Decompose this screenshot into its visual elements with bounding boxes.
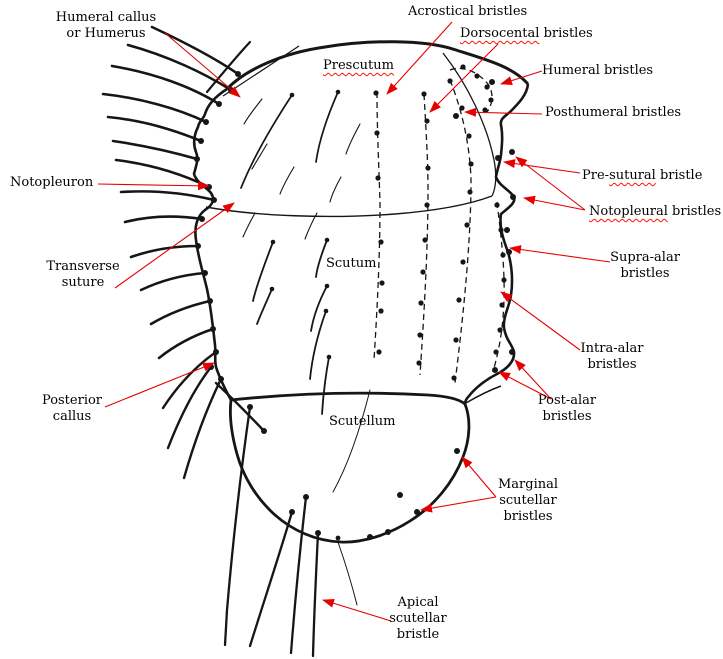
label-posthumeral-bristles: Posthumeral bristles xyxy=(545,105,682,120)
arrow-transverse-suture xyxy=(114,202,235,289)
arrow-post-alar-2 xyxy=(498,371,552,400)
arrow-acrostical xyxy=(386,21,453,95)
arrow-post-alar-1 xyxy=(514,359,552,400)
arrow-humeral-callus xyxy=(164,32,241,98)
arrow-notopleural-2 xyxy=(523,195,586,211)
transverse-suture-line xyxy=(205,195,493,218)
arrow-marginal-scutellar-1 xyxy=(461,456,497,498)
arrow-supra-alar xyxy=(509,245,611,263)
arrow-posthumeral xyxy=(464,107,543,117)
arrow-dorsocental xyxy=(429,43,499,113)
label-marginal-scutellar-bristles: Marginal scutellar bristles xyxy=(497,477,559,524)
lateral-row xyxy=(492,201,505,373)
label-supra-alar-bristles: Supra-alar bristles xyxy=(610,250,680,281)
label-intra-alar-bristles: Intra-alar bristles xyxy=(580,341,644,372)
label-notopleuron: Notopleuron xyxy=(10,175,94,190)
label-apical-scutellar-bristle: Apical scutellar bristle xyxy=(389,595,447,642)
label-humeral-callus: Humeral callus or Humerus xyxy=(55,10,157,41)
arrow-notopleural-1 xyxy=(515,156,586,211)
edge-sockets xyxy=(335,79,516,541)
acrostichal-row-right xyxy=(419,93,429,376)
label-posterior-callus: Posterior callus xyxy=(41,393,103,424)
callout-arrows xyxy=(97,21,611,622)
humeral-arc xyxy=(449,67,493,113)
arrow-posterior-callus xyxy=(104,362,215,408)
label-humeral-bristles: Humeral bristles xyxy=(542,63,654,78)
label-scutellum: Scutellum xyxy=(329,414,396,429)
label-prescutum: Prescutum xyxy=(323,58,394,73)
label-post-alar-bristles: Post-alar bristles xyxy=(537,393,597,424)
arrow-notopleuron xyxy=(97,181,210,191)
bristle-rows xyxy=(373,64,507,384)
label-presutural-bristle: Pre-sutural bristle xyxy=(582,168,703,183)
arrow-humeral-bristles xyxy=(500,70,543,85)
label-scutum: Scutum xyxy=(326,256,377,271)
arrow-apical-scutellar xyxy=(322,598,392,622)
label-notopleural-bristles: Notopleural bristles xyxy=(589,204,722,219)
label-transverse-suture: Transverse suture xyxy=(46,259,120,290)
dorsocentral-row xyxy=(449,79,472,384)
arrow-intra-alar xyxy=(500,291,581,351)
label-acrostical-bristles: Acrostical bristles xyxy=(408,4,528,19)
arrow-marginal-scutellar-2 xyxy=(420,496,497,513)
interior-hairs xyxy=(240,89,371,493)
left-bristles xyxy=(101,25,358,658)
arrow-presutural xyxy=(503,159,581,174)
thorax-outline xyxy=(192,40,530,544)
acrostichal-row-left xyxy=(373,91,381,361)
label-dorsocental-bristles: Dorsocental bristles xyxy=(460,26,593,41)
